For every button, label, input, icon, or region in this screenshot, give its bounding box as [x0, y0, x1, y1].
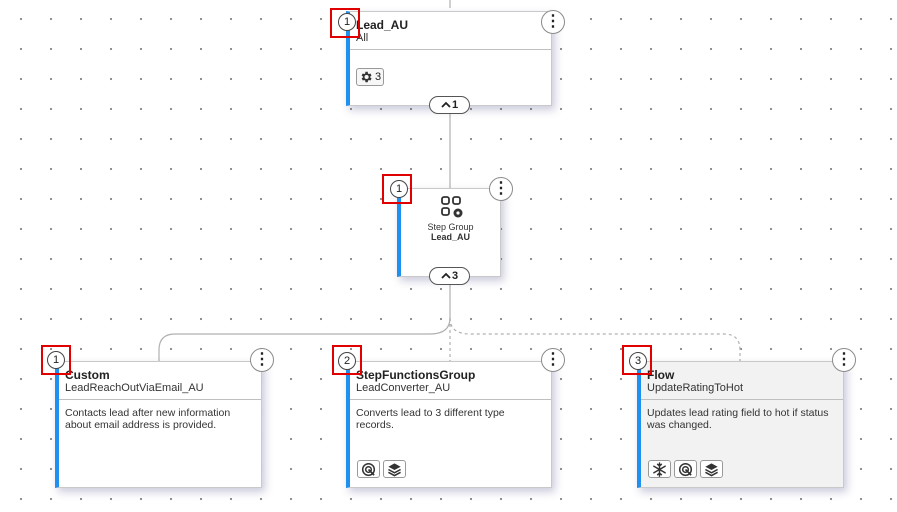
target-icon[interactable] [357, 460, 380, 478]
more-vertical-icon[interactable]: ⋮ [832, 348, 856, 372]
more-vertical-icon[interactable]: ⋮ [541, 348, 565, 372]
node-divider [350, 49, 551, 50]
node-title: Flow [647, 368, 675, 382]
node-lead-au[interactable]: Lead_AU All 3 [346, 11, 552, 106]
node-flow[interactable]: Flow UpdateRatingToHot Updates lead rati… [637, 361, 844, 488]
highlight-box [330, 8, 360, 38]
more-vertical-icon[interactable]: ⋮ [489, 177, 513, 201]
chevron-up-icon [441, 272, 451, 279]
layers-icon[interactable] [383, 460, 406, 478]
node-title: Custom [65, 368, 110, 382]
order-badge: 1 [390, 180, 408, 198]
node-title: Lead_AU [356, 18, 409, 32]
order-badge: 1 [338, 13, 356, 31]
node-description: Converts lead to 3 different type record… [356, 407, 505, 431]
collapse-toggle[interactable]: 1 [429, 96, 470, 114]
layers-icon[interactable] [700, 460, 723, 478]
collapse-count: 1 [451, 99, 459, 111]
highlight-box [332, 345, 362, 375]
order-badge: 3 [629, 352, 647, 370]
more-vertical-icon[interactable]: ⋮ [541, 10, 565, 34]
node-subtitle: LeadConverter_AU [356, 382, 451, 394]
step-group-icon [441, 196, 463, 218]
node-divider [59, 399, 261, 400]
collapse-count: 3 [451, 270, 459, 282]
collapse-toggle[interactable]: 3 [429, 267, 470, 285]
order-badge: 2 [338, 352, 356, 370]
settings-count-chip[interactable]: 3 [356, 68, 385, 86]
snowflake-icon[interactable] [648, 460, 671, 478]
settings-count: 3 [375, 71, 382, 83]
node-description: Contacts lead after new information abou… [65, 407, 231, 431]
highlight-box [41, 345, 71, 375]
more-vertical-icon[interactable]: ⋮ [250, 348, 274, 372]
node-subtitle: LeadReachOutViaEmail_AU [65, 382, 204, 394]
node-title: StepFunctionsGroup [356, 368, 476, 382]
order-badge: 1 [47, 351, 65, 369]
target-icon[interactable] [674, 460, 697, 478]
node-divider [350, 399, 551, 400]
node-description: Updates lead rating field to hot if stat… [647, 407, 829, 431]
highlight-box [382, 174, 412, 204]
node-step-functions-group[interactable]: StepFunctionsGroup LeadConverter_AU Conv… [346, 361, 552, 488]
node-subtitle: UpdateRatingToHot [647, 382, 744, 394]
highlight-box [622, 345, 652, 375]
step-group-name: Lead_AU [430, 232, 470, 242]
chevron-up-icon [441, 101, 451, 108]
gear-icon [361, 71, 372, 83]
node-step-group[interactable]: Step Group Lead_AU [397, 188, 501, 277]
step-group-type: Step Group [427, 222, 474, 232]
node-divider [641, 399, 843, 400]
node-custom[interactable]: Custom LeadReachOutViaEmail_AU Contacts … [55, 361, 262, 488]
